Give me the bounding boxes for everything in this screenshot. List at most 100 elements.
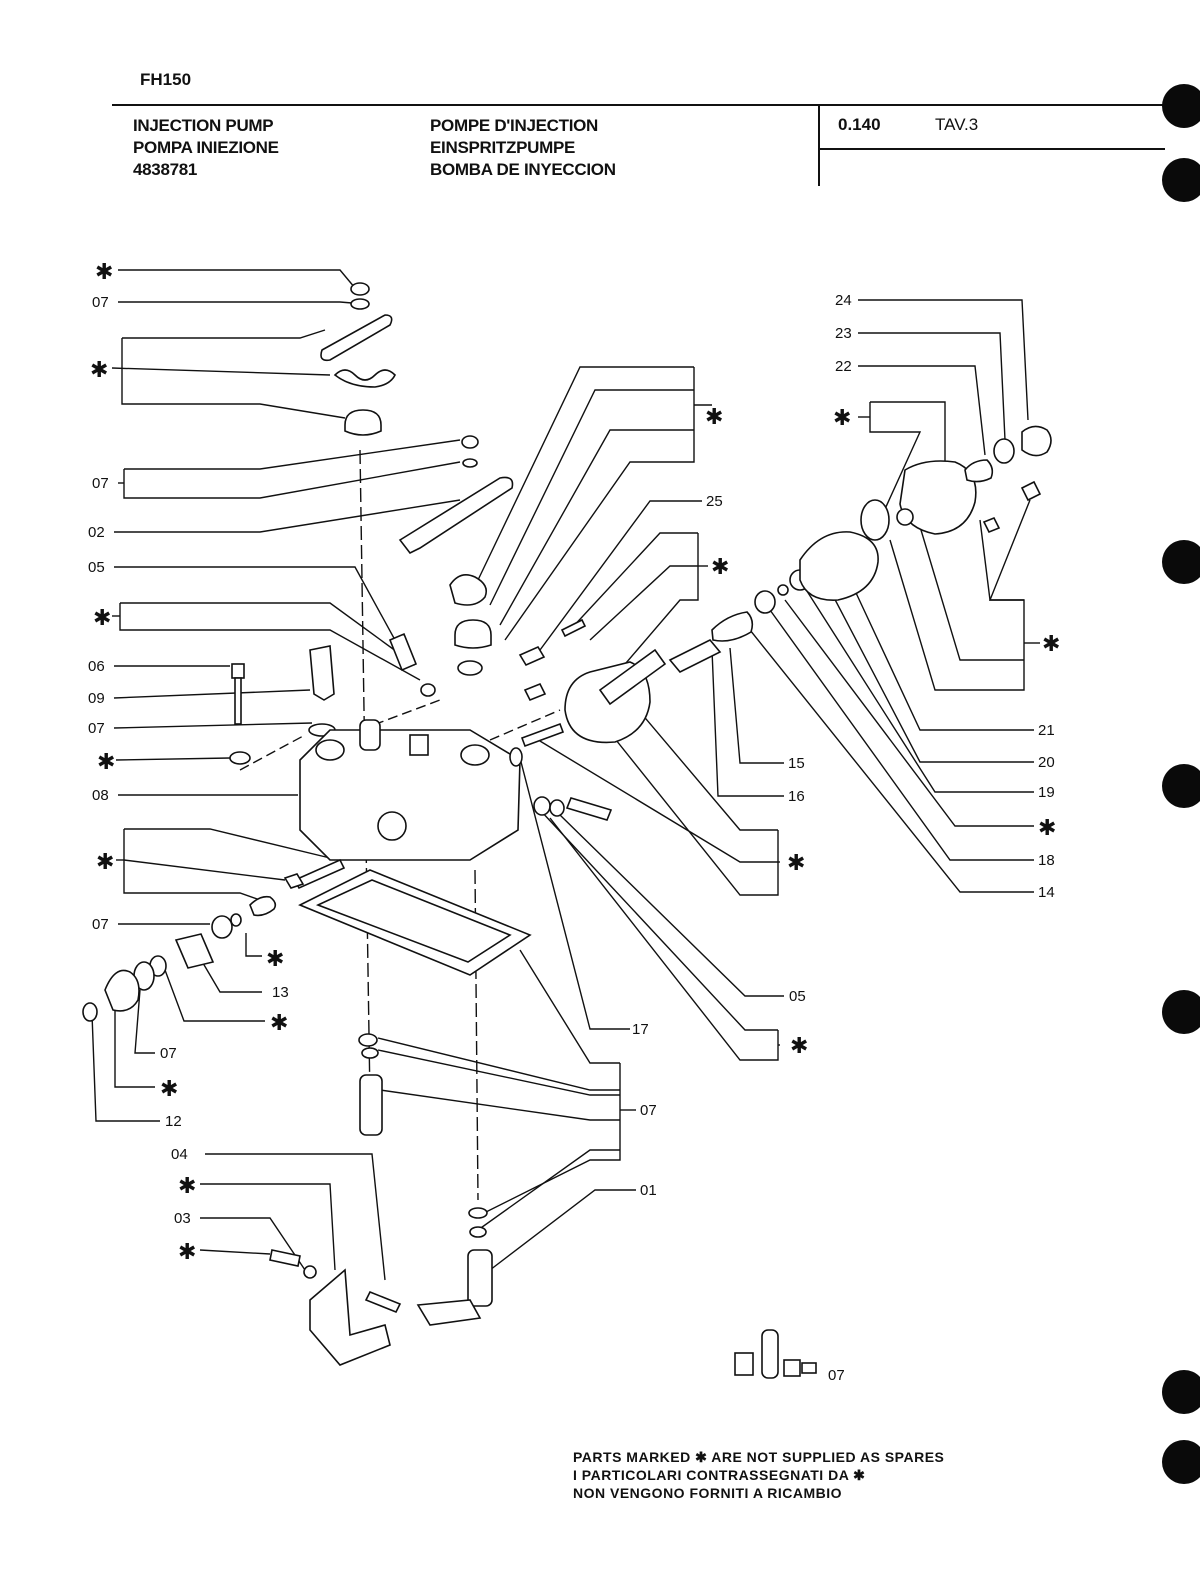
leader-line [377, 1037, 620, 1091]
control-lever [398, 476, 514, 555]
leader-line [115, 757, 231, 761]
washer [896, 508, 914, 526]
title-line: POMPE D'INJECTION [430, 116, 599, 135]
ref-label: 01 [640, 1182, 657, 1199]
ref-label: 21 [1038, 722, 1055, 739]
leader-bracket [569, 532, 698, 631]
punch-hole [1162, 1370, 1200, 1414]
ref-label: 23 [835, 325, 852, 342]
punch-hole [1162, 990, 1200, 1034]
gasket [298, 869, 532, 976]
part-number: 4838781 [133, 160, 198, 179]
leader-line [729, 647, 784, 764]
punch-hole [1162, 764, 1200, 808]
kit-box-icon [783, 1359, 801, 1377]
not-supplied-star: ✱ [270, 1011, 288, 1036]
ref-label: 22 [835, 358, 852, 375]
nut [358, 1033, 378, 1047]
leader-bracket [123, 461, 461, 499]
washer [533, 796, 551, 816]
leader-line [769, 609, 1034, 861]
ref-label: 17 [632, 1021, 649, 1038]
not-supplied-star: ✱ [160, 1077, 178, 1102]
ref-label: 24 [835, 292, 852, 309]
leader-line [489, 389, 694, 606]
screw-head [231, 663, 245, 679]
ref-label: 18 [1038, 852, 1055, 869]
kit-box-icon [734, 1352, 754, 1376]
axis-line [474, 869, 479, 1201]
cap-plug [1021, 425, 1052, 457]
not-supplied-star: ✱ [96, 850, 114, 875]
leader-line [804, 587, 1034, 793]
washer [229, 751, 251, 765]
leader-line [519, 757, 630, 1030]
note-line: PARTS MARKED ✱ ARE NOT SUPPLIED AS SPARE… [573, 1449, 945, 1465]
washer [350, 298, 370, 310]
gasket-inner [315, 879, 512, 963]
circlip [82, 1002, 98, 1022]
ref-label: 15 [788, 755, 805, 772]
bracket [309, 1268, 391, 1366]
lever-plate [320, 314, 393, 362]
body-boss [460, 744, 490, 766]
diaphragm-cover [799, 531, 879, 601]
leader-line [711, 649, 784, 797]
ref-label: 07 [92, 294, 109, 311]
leader-line [134, 989, 155, 1054]
leader-bracket [599, 719, 779, 896]
header-rule-right [820, 148, 1165, 150]
leader-line [113, 689, 311, 699]
leader-line [589, 565, 698, 641]
leader-line [200, 1217, 306, 1271]
pin [269, 1249, 301, 1267]
leader-bracket [869, 402, 922, 521]
body-stud [409, 734, 429, 756]
leader-line [199, 1249, 271, 1255]
plug [104, 969, 140, 1012]
kit-tube-icon [761, 1329, 779, 1379]
leader-line [539, 500, 702, 651]
not-supplied-star: ✱ [790, 1034, 808, 1059]
punch-hole [1162, 1440, 1200, 1484]
ref-label: 16 [788, 788, 805, 805]
not-supplied-star: ✱ [787, 851, 805, 876]
leader-bracket [121, 338, 346, 419]
ref-label: 06 [88, 658, 105, 675]
leader-line [849, 579, 1034, 731]
nut [461, 435, 479, 449]
leader-line [858, 332, 1006, 441]
not-supplied-star: ✱ [95, 260, 113, 285]
leader-bracket [519, 949, 620, 1064]
ref-label: 09 [88, 690, 105, 707]
title-line: BOMBA DE INYECCION [430, 160, 616, 179]
leader-line [979, 519, 1024, 601]
ref-label: 07 [88, 720, 105, 737]
not-supplied-star: ✱ [90, 358, 108, 383]
not-supplied-star: ✱ [705, 405, 723, 430]
screw [982, 516, 1001, 534]
o-ring [509, 747, 523, 767]
leader-bracket [124, 439, 461, 470]
title-line: EINSPRITZPUMPE [430, 138, 576, 157]
spring [303, 1265, 317, 1279]
sleeve [174, 933, 215, 969]
leader-bracket [479, 1063, 621, 1216]
leader-line [858, 299, 1029, 421]
screw-shank [234, 677, 242, 725]
leader-line [749, 629, 1034, 893]
leader-line [245, 933, 262, 957]
section-code: 0.140 [838, 115, 881, 134]
leader-line [114, 1005, 155, 1088]
leader-line [205, 1153, 386, 1281]
bolt [565, 797, 613, 821]
nut [350, 282, 370, 296]
o-ring [211, 915, 233, 939]
leader-bracket [629, 699, 778, 831]
leader-line [111, 367, 331, 376]
spring [711, 611, 754, 642]
diaphragm [860, 499, 890, 541]
ref-label: 20 [1038, 754, 1055, 771]
leader-line [499, 429, 694, 626]
